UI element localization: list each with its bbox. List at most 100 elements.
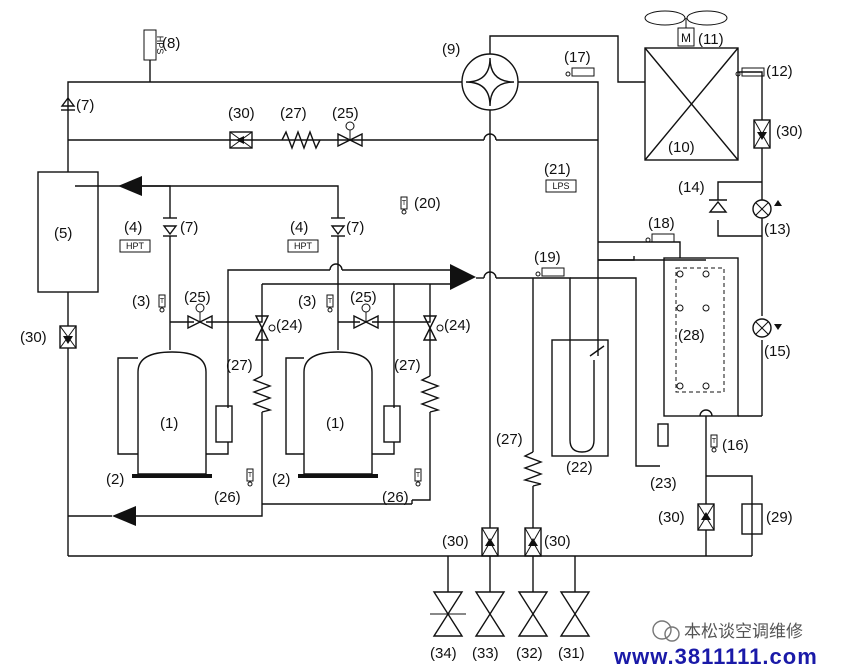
svg-text:M: M xyxy=(681,31,691,45)
svg-text:(2): (2) xyxy=(106,471,124,488)
svg-text:(7): (7) xyxy=(180,219,198,236)
pipe-temp-sensor xyxy=(735,67,765,77)
svg-text:(25): (25) xyxy=(332,105,359,122)
check-valve xyxy=(708,199,728,213)
service-valve xyxy=(559,591,591,637)
svg-text:(11): (11) xyxy=(698,31,724,48)
check-valve xyxy=(162,217,178,237)
solenoid-valve xyxy=(353,303,379,330)
svg-text:(18): (18) xyxy=(648,215,675,232)
compressor-left xyxy=(132,351,233,478)
svg-text:(1): (1) xyxy=(160,415,178,432)
temp-sensor-tag: T xyxy=(328,298,333,305)
svg-text:(25): (25) xyxy=(184,289,211,306)
svg-text:LPS: LPS xyxy=(552,181,569,191)
service-valve xyxy=(474,591,506,637)
check-valve xyxy=(60,96,76,111)
high-pressure-sensor: HPT xyxy=(287,239,319,253)
service-valve xyxy=(430,591,466,637)
svg-text:(26): (26) xyxy=(382,489,409,506)
flow-arrow-left-bottom xyxy=(112,506,136,526)
svg-text:(27): (27) xyxy=(496,431,523,448)
outdoor-coil xyxy=(644,47,739,161)
filter xyxy=(59,325,77,349)
svg-text:(30): (30) xyxy=(20,329,47,346)
component-labels: (8) (9) (7) (30) (27) (25) (17) (11) (12… xyxy=(20,31,803,662)
svg-text:(27): (27) xyxy=(280,105,307,122)
check-valve xyxy=(330,217,346,237)
svg-text:(24): (24) xyxy=(276,317,303,334)
valve-24 xyxy=(422,315,444,341)
filter xyxy=(229,131,253,149)
four-way-valve xyxy=(461,53,519,111)
high-pressure-switch: HPS xyxy=(143,29,165,61)
service-valve xyxy=(517,591,549,637)
svg-text:(27): (27) xyxy=(226,357,253,374)
fan-motor: M xyxy=(644,10,728,47)
pipe-temp-sensor xyxy=(535,267,565,277)
svg-text:(3): (3) xyxy=(132,293,150,310)
svg-text:(3): (3) xyxy=(298,293,316,310)
svg-text:(28): (28) xyxy=(678,327,705,344)
svg-text:(33): (33) xyxy=(472,645,499,662)
svg-text:(8): (8) xyxy=(162,35,180,52)
filter xyxy=(481,527,499,557)
svg-text:HPT: HPT xyxy=(126,241,145,251)
svg-text:(30): (30) xyxy=(228,105,255,122)
capillary-tube xyxy=(420,375,441,413)
svg-text:(23): (23) xyxy=(650,475,677,492)
svg-text:(19): (19) xyxy=(534,249,561,266)
svg-text:(4): (4) xyxy=(290,219,308,236)
svg-text:(15): (15) xyxy=(764,343,791,360)
svg-text:(2): (2) xyxy=(272,471,290,488)
svg-text:(25): (25) xyxy=(350,289,377,306)
temp-sensor-tag: T xyxy=(160,298,165,305)
piping xyxy=(67,35,763,592)
svg-text:(13): (13) xyxy=(764,221,791,238)
svg-text:(17): (17) xyxy=(564,49,591,66)
component-23 xyxy=(657,423,669,447)
capillary-tube xyxy=(252,375,273,413)
compressor-right xyxy=(298,351,401,478)
svg-text:(27): (27) xyxy=(394,357,421,374)
filter xyxy=(524,527,542,557)
flow-arrow-right xyxy=(450,264,476,290)
svg-text:(9): (9) xyxy=(442,41,460,58)
pipe-temp-sensor xyxy=(565,67,595,77)
svg-text:www.3811111.com: www.3811111.com xyxy=(613,644,818,669)
svg-text:(14): (14) xyxy=(678,179,705,196)
temp-sensor-tag: T xyxy=(712,438,717,445)
svg-text:(5): (5) xyxy=(54,225,72,242)
temp-sensor-tag: T xyxy=(248,472,253,479)
svg-text:(24): (24) xyxy=(444,317,471,334)
pipe-temp-sensor xyxy=(645,233,675,243)
svg-text:(30): (30) xyxy=(658,509,685,526)
svg-text:(34): (34) xyxy=(430,645,457,662)
svg-text:(31): (31) xyxy=(558,645,585,662)
svg-text:(21): (21) xyxy=(544,161,571,178)
svg-text:HPS: HPS xyxy=(155,36,165,55)
svg-text:(22): (22) xyxy=(566,459,593,476)
accumulator xyxy=(37,171,99,293)
solenoid-valve xyxy=(187,303,213,330)
suction-tank xyxy=(551,260,609,457)
filter xyxy=(753,119,771,149)
svg-text:(7): (7) xyxy=(76,97,94,114)
valve-24 xyxy=(254,315,276,341)
svg-text:(20): (20) xyxy=(414,195,441,212)
expansion-valve xyxy=(752,199,782,219)
svg-text:(1): (1) xyxy=(326,415,344,432)
capillary-tube xyxy=(522,451,543,487)
svg-text:(30): (30) xyxy=(544,533,571,550)
svg-text:(32): (32) xyxy=(516,645,543,662)
svg-text:(16): (16) xyxy=(722,437,749,454)
svg-text:HPT: HPT xyxy=(294,241,313,251)
capillary-tube xyxy=(281,130,321,150)
watermark: 本松谈空调维修 www.3811111.com xyxy=(613,620,818,669)
svg-text:(12): (12) xyxy=(766,63,793,80)
svg-text:(26): (26) xyxy=(214,489,241,506)
solenoid-valve xyxy=(337,121,363,148)
plate-heat-exchanger xyxy=(663,257,739,417)
